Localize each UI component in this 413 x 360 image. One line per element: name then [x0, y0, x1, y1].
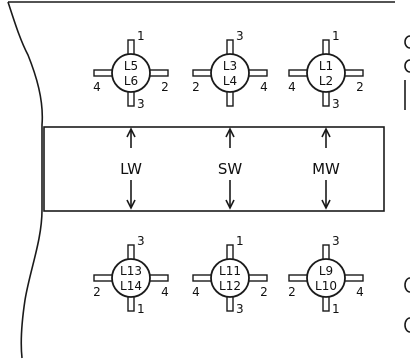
pin-bottom-number: 3 — [236, 302, 244, 316]
pin-bottom-number: 1 — [137, 302, 145, 316]
pin-left — [288, 274, 310, 282]
pin-left — [192, 69, 214, 77]
pin-right-number: 2 — [356, 80, 364, 94]
right-edge-mark-2 — [404, 59, 411, 73]
pin-right — [342, 69, 364, 77]
coil-body — [306, 258, 346, 298]
pin-top-number: 3 — [332, 234, 340, 248]
coil-lower-label: L2 — [319, 74, 333, 88]
pin-right-number: 2 — [260, 285, 268, 299]
coil-body — [306, 53, 346, 93]
pin-left-number: 2 — [288, 285, 296, 299]
pin-left — [93, 274, 115, 282]
coil-upper-label: L11 — [219, 264, 241, 278]
coil-upper-label: L9 — [319, 264, 333, 278]
band-label: LW — [120, 160, 142, 178]
pin-right — [147, 274, 169, 282]
pin-right-number: 2 — [161, 80, 169, 94]
coil-lower-label: L14 — [120, 279, 142, 293]
pin-top-number: 1 — [332, 29, 340, 43]
pin-right — [246, 274, 268, 282]
pin-right-number: 4 — [260, 80, 268, 94]
band-arrowhead-up — [225, 127, 235, 138]
band-switch-box — [43, 126, 385, 212]
pin-right-number: 4 — [161, 285, 169, 299]
pin-bottom-number: 3 — [332, 97, 340, 111]
band-arrowhead-up — [126, 127, 136, 138]
band-arrowhead-down — [321, 199, 331, 210]
pin-left-number: 4 — [93, 80, 101, 94]
pin-left-number: 2 — [93, 285, 101, 299]
coil-body — [210, 258, 250, 298]
coil-lower-label: L4 — [223, 74, 237, 88]
pin-left-number: 4 — [192, 285, 200, 299]
right-edge-mark-1 — [404, 35, 411, 49]
coil-body — [111, 258, 151, 298]
pin-bottom-number: 3 — [137, 97, 145, 111]
pin-left — [192, 274, 214, 282]
coil-upper-label: L13 — [120, 264, 142, 278]
pin-top-number: 3 — [137, 234, 145, 248]
pin-bottom-number: 1 — [332, 302, 340, 316]
right-edge-mark-4 — [404, 317, 411, 333]
coil-upper-label: L1 — [319, 59, 333, 73]
pin-top-number: 1 — [137, 29, 145, 43]
coil-upper-label: L5 — [124, 59, 138, 73]
band-mw: MW — [312, 127, 340, 210]
band-label: SW — [218, 160, 243, 178]
pin-right-number: 4 — [356, 285, 364, 299]
band-sw: SW — [218, 127, 243, 210]
pin-top-number: 1 — [236, 234, 244, 248]
band-layer: LW SW MW — [120, 127, 340, 210]
pin-right — [246, 69, 268, 77]
right-edge-mark-3 — [404, 277, 411, 293]
pin-left-number: 4 — [288, 80, 296, 94]
coil-body — [210, 53, 250, 93]
pin-right — [342, 274, 364, 282]
coil-lower-label: L6 — [124, 74, 138, 88]
band-arrowhead-down — [126, 199, 136, 210]
coil-upper-label: L3 — [223, 59, 237, 73]
coil-lower-label: L12 — [219, 279, 241, 293]
band-arrowhead-down — [225, 199, 235, 210]
coil-lower-label: L10 — [315, 279, 337, 293]
pin-right — [147, 69, 169, 77]
pin-left-number: 2 — [192, 80, 200, 94]
pin-left — [288, 69, 310, 77]
pin-left — [93, 69, 115, 77]
coil-body — [111, 53, 151, 93]
band-arrowhead-up — [321, 127, 331, 138]
pin-top-number: 3 — [236, 29, 244, 43]
band-label: MW — [312, 160, 340, 178]
board-left-edge — [7, 1, 44, 359]
band-lw: LW — [120, 127, 142, 210]
